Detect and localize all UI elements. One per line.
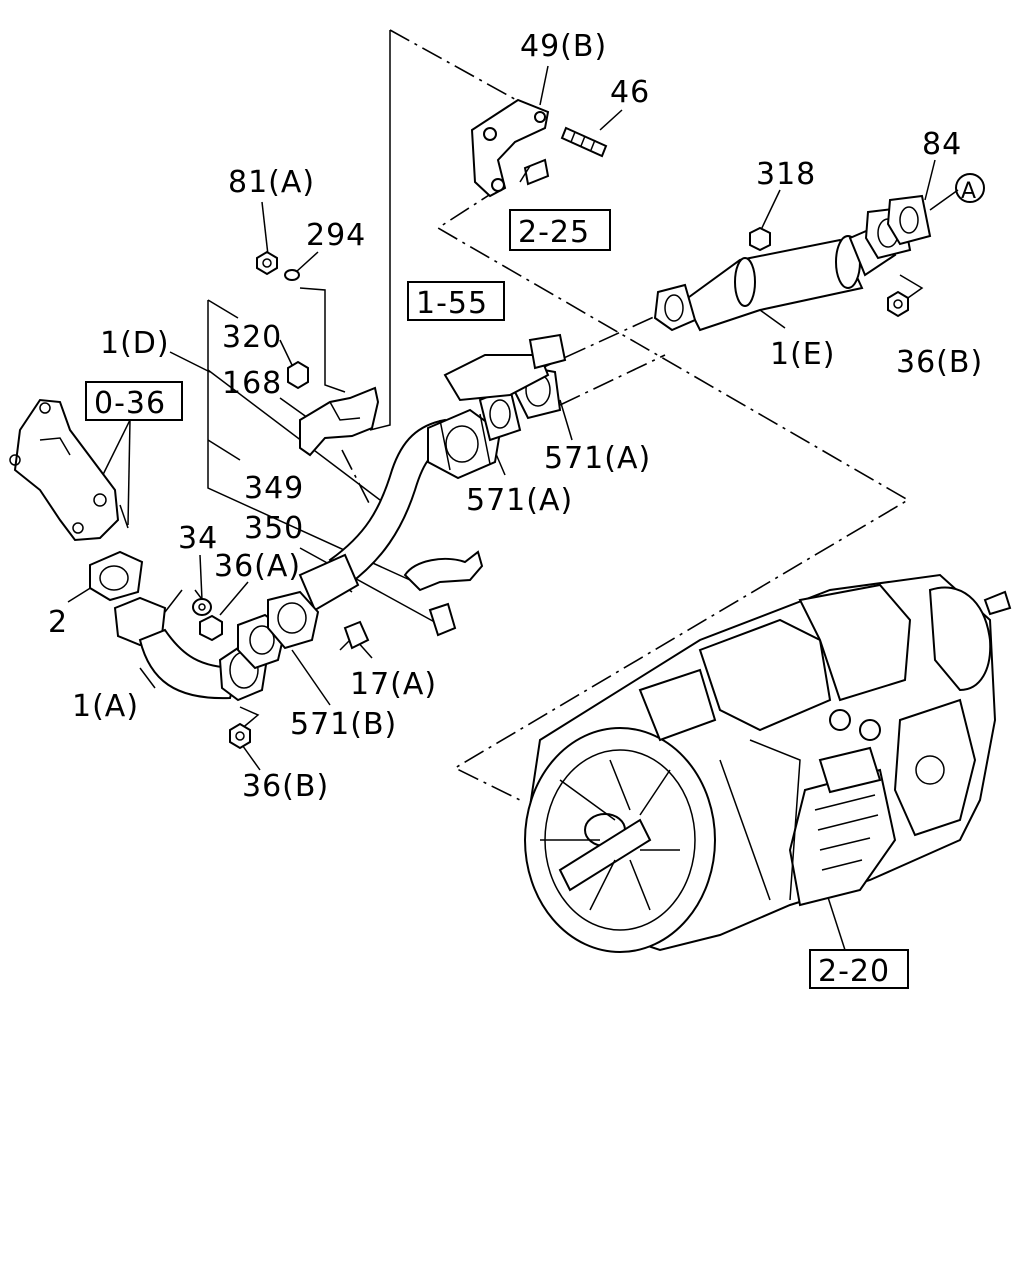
gasket-84 bbox=[886, 194, 932, 246]
reference-circle-a: A bbox=[955, 173, 985, 204]
washer-34 bbox=[192, 598, 212, 616]
nut-36b-bottom bbox=[229, 722, 251, 750]
bolt-350 bbox=[428, 602, 457, 637]
bracket-49b bbox=[470, 98, 550, 198]
label-a: A bbox=[961, 179, 976, 204]
gaskets-571b bbox=[237, 590, 320, 670]
ref-2-20: 2-20 bbox=[818, 954, 890, 989]
nut-81a bbox=[256, 250, 278, 276]
ref-box-2-20: 2-20 bbox=[809, 949, 909, 989]
label-2: 2 bbox=[48, 605, 68, 640]
ref-0-36: 0-36 bbox=[94, 386, 166, 421]
exhaust-manifold-0-36 bbox=[9, 398, 129, 542]
label-17a: 17(A) bbox=[350, 667, 437, 702]
label-1d: 1(D) bbox=[100, 326, 170, 361]
nut-320 bbox=[287, 360, 309, 390]
label-571b: 571(B) bbox=[290, 707, 397, 742]
label-318: 318 bbox=[756, 157, 816, 192]
gasket-2 bbox=[89, 550, 144, 602]
stud-46 bbox=[560, 126, 608, 158]
silencer-1e bbox=[683, 223, 897, 332]
clamp-349 bbox=[403, 550, 484, 592]
nut-36a bbox=[199, 614, 223, 642]
pipe-1d bbox=[298, 418, 457, 612]
label-571a-right: 571(A) bbox=[544, 441, 651, 476]
label-49b: 49(B) bbox=[520, 29, 607, 64]
label-294: 294 bbox=[306, 218, 366, 253]
washer-294 bbox=[284, 269, 300, 281]
label-349: 349 bbox=[244, 471, 304, 506]
bracket-168 bbox=[299, 386, 380, 457]
label-350: 350 bbox=[244, 511, 304, 546]
label-36b-top: 36(B) bbox=[896, 345, 983, 380]
transmission-2-20 bbox=[524, 573, 1012, 953]
ref-1-55: 1-55 bbox=[416, 286, 488, 321]
flange-571a-mid bbox=[427, 408, 502, 480]
label-34: 34 bbox=[178, 521, 218, 556]
label-320: 320 bbox=[222, 320, 282, 355]
label-36a: 36(A) bbox=[214, 549, 301, 584]
label-81a: 81(A) bbox=[228, 165, 315, 200]
label-1e: 1(E) bbox=[770, 337, 835, 372]
label-46: 46 bbox=[610, 75, 650, 110]
label-36b-bottom: 36(B) bbox=[242, 769, 329, 804]
nut-36b-top bbox=[887, 290, 909, 318]
flange-1e-inlet bbox=[653, 283, 697, 332]
label-1a: 1(A) bbox=[72, 689, 139, 724]
exhaust-brake-1-55 bbox=[443, 333, 567, 402]
ref-box-0-36: 0-36 bbox=[85, 381, 183, 421]
nut-318 bbox=[749, 226, 771, 252]
ref-2-25: 2-25 bbox=[518, 215, 590, 250]
ref-box-2-25: 2-25 bbox=[509, 209, 611, 251]
label-571a-mid: 571(A) bbox=[466, 483, 573, 518]
label-168: 168 bbox=[222, 366, 282, 401]
bolt-2-25 bbox=[519, 158, 550, 186]
callout-labels: 49(B) 46 81(A) 294 318 84 1(D) 320 168 1… bbox=[48, 29, 983, 804]
label-84: 84 bbox=[922, 127, 962, 162]
ref-box-1-55: 1-55 bbox=[407, 281, 505, 321]
bolt-17a bbox=[339, 620, 370, 651]
